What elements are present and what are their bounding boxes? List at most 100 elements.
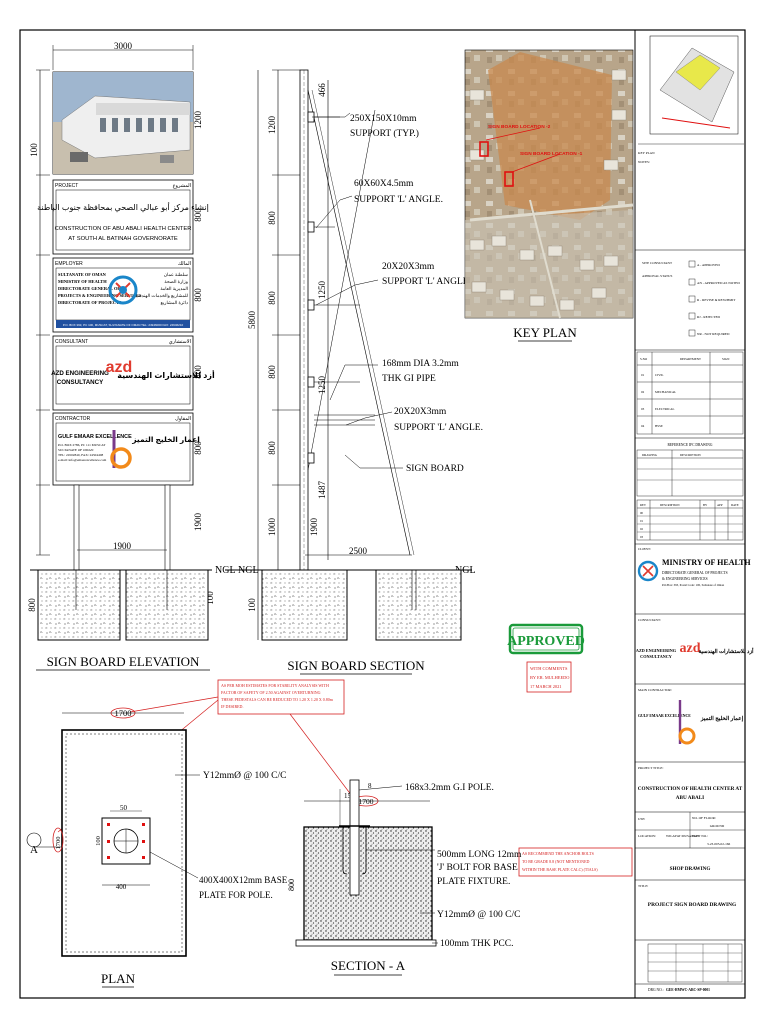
- section-dim-d: 800: [267, 291, 277, 305]
- rev-03: 03: [640, 535, 644, 539]
- project-name-line2: AT SOUTH AL BATINAH GOVERNORATE: [68, 236, 178, 242]
- project-panel-label: PROJECT: [55, 183, 78, 189]
- sign-location-2-label: SIGN BOARD LOCATION -2: [488, 124, 551, 130]
- comment2-line1: AS RECOMMEND THE ANCHOR BOLTS: [522, 851, 594, 856]
- status-checkbox-a[interactable]: [688, 260, 696, 268]
- tb-client-line1: DIRECTORATE GENERAL OF PROJECTS: [662, 571, 728, 575]
- left-foundation: [37, 569, 121, 641]
- rev-01: 01: [640, 519, 644, 523]
- callout-sign-board: SIGN BOARD: [406, 464, 464, 474]
- tb-contractor-ar: إعمار الخليج التميز: [700, 715, 744, 722]
- sign-location-2-marker: [479, 141, 489, 157]
- section-a-rebar-label: Y12mmØ @ 100 C/C: [437, 910, 520, 920]
- callout-angle-2: SUPPORT 'L' ANGLE.: [382, 277, 471, 287]
- tb-contractor-label: MAIN CONTRACTOR:: [638, 688, 672, 692]
- tb-gee-logo-icon: [678, 700, 696, 745]
- tb-consultant-label: CONSULTANT:: [638, 618, 661, 622]
- employer-line4: PROJECTS & ENGINEERING SERVICES: [58, 293, 142, 298]
- approved-stamp-text: APPROVED: [507, 634, 585, 649]
- tb-contractor-name: GULF EMAAR EXCELLENCE: [638, 714, 691, 718]
- disc-name-3: ELECTRICAL: [655, 407, 675, 411]
- section-dim-top: 466: [317, 83, 327, 97]
- status-checkbox-an[interactable]: [688, 278, 696, 286]
- disc-header-sign: SIGN: [722, 357, 730, 361]
- contractor-line3: TEL: 24502840, FAX: 24504408: [58, 453, 103, 458]
- comment1-line4: IF DESIRED.: [221, 704, 243, 709]
- section-a-concrete: [303, 826, 433, 941]
- pcc-layer: [295, 939, 437, 947]
- section-dim-base: 2500: [349, 546, 368, 556]
- callout-angle-2-size: 20X20X3mm: [382, 262, 435, 272]
- moh-logo-icon: [637, 560, 659, 582]
- foundation-plan: 1700 1700 Y12mmØ @ 100 C/C 50 100 400 40…: [26, 707, 288, 988]
- approved-stamp-border: [508, 623, 584, 655]
- employer-ar3: المديرية العامة: [160, 286, 188, 292]
- section-a-dim-8: 8: [368, 782, 372, 790]
- section-dim-found: 100: [247, 598, 257, 612]
- tb-client-line2: & ENGINEERING SERVICES: [662, 577, 708, 581]
- rev-header-app: APP: [717, 503, 723, 507]
- section-a-bolt-label1: 500mm LONG 12mm: [437, 850, 522, 860]
- right-post: [164, 484, 171, 571]
- tb-floor-value: GROUND: [710, 824, 725, 828]
- tb-project-line2: ABU ABALI: [676, 795, 704, 801]
- sign-location-1-label: SIGN BOARD LOCATION -1: [520, 151, 583, 157]
- elev-dim-found-top: 100: [205, 591, 215, 605]
- comment2-line2: TO BE GRADE 8.8 (NOT MENTIONED: [522, 859, 590, 864]
- elev-dim-project: 800: [193, 208, 203, 222]
- plan-dim-400: 400: [116, 883, 127, 891]
- tb-drg-no-label: DRG NO.:: [648, 988, 664, 992]
- section-callouts: 250X150X10mm SUPPORT (TYP.) 60X60X4.5mm …: [350, 114, 483, 474]
- project-arabic-name: إنشاء مركز أبو عبالي الصحي بمحافظة جنوب …: [37, 202, 209, 213]
- section-dim-c: 1250: [317, 281, 327, 300]
- contractor-line4: e-mail: info@emaarexcellence.com: [58, 458, 107, 462]
- sign-board-elevation: 3000 100 1200 800 800 800 800 1900: [27, 41, 236, 671]
- elev-dim-contractor: 800: [193, 441, 203, 455]
- employer-footer: P.O. BOX 393, PC 100, MUSCAT, SULTANATE …: [63, 323, 184, 327]
- status-checkbox-rj[interactable]: [688, 312, 696, 320]
- employer-line3: DIRECTORATE GENERAL OF: [58, 286, 120, 291]
- project-name-line1: CONSTRUCTION OF ABU ABALI HEALTH CENTER: [55, 226, 192, 232]
- tb-consultant-name1: AZD ENGINEERING: [636, 648, 677, 653]
- elev-dim-width: 3000: [114, 41, 133, 51]
- tb-plot-value: 3-23-005-02-166: [707, 842, 730, 846]
- plan-dim-side: 1700: [55, 837, 62, 850]
- elev-dim-consultant: 800: [193, 365, 203, 379]
- moh-emblem-icon: [108, 275, 138, 305]
- employer-panel-label-ar: المالك: [178, 261, 191, 267]
- plan-dim-100: 100: [95, 836, 102, 846]
- elev-dim-top: 100: [29, 143, 39, 157]
- callout-angle-3: SUPPORT 'L' ANGLE.: [394, 423, 483, 433]
- review-comment-2: [518, 847, 633, 877]
- status-checkbox-r[interactable]: [688, 295, 696, 303]
- section-a-dim-15: 15: [344, 792, 352, 800]
- section-dim-b: 800: [267, 211, 277, 225]
- callout-support-size: 250X150X10mm: [350, 114, 417, 124]
- section-a: 15 8 1700 800 168x3.2mm G.I POLE. 500mm …: [287, 779, 522, 976]
- comment2-line3: WITHIN THE BASE PLATE CALC) (TIALS): [522, 867, 598, 872]
- section-title: SIGN BOARD SECTION: [287, 658, 425, 673]
- plan-title: PLAN: [101, 971, 136, 986]
- employer-line2: MINISTRY OF HEALTH: [58, 279, 107, 284]
- approval-stamp: APPROVED WITH COMMENTS BY ER. MULHEEDO 1…: [507, 623, 585, 693]
- tb-location-label: LOCATION:: [638, 834, 656, 838]
- section-dim-f: 800: [267, 365, 277, 379]
- employer-ar4: للمشاريع والخدمات الهندسية: [134, 293, 189, 299]
- plan-dim-width: 1700: [115, 708, 132, 718]
- section-dim-i: 1900: [309, 518, 319, 537]
- callout-angle-1-size: 60X60X4.5mm: [354, 179, 414, 189]
- section-dim-a: 1200: [267, 116, 277, 135]
- project-panel-label-ar: المشروع: [173, 183, 191, 189]
- tb-location-value: WILAYAT MUSANAH: [666, 834, 699, 838]
- tb-title-label: TITLE:: [638, 884, 648, 888]
- tb-client-name: MINISTRY OF HEALTH: [662, 558, 751, 567]
- employer-ar1: سلطنة عمان: [164, 272, 188, 277]
- disc-name-4: HSSE: [655, 424, 663, 428]
- status-checkbox-nr[interactable]: [688, 329, 696, 337]
- section-dim-b2: 800: [267, 441, 277, 455]
- tb-consultant-name2: CONSULTANCY: [640, 654, 672, 659]
- comment1-line2: FACTOR OF SAFETY OF 2.50 AGAINST OVERTUR…: [221, 690, 321, 695]
- plan-base-plate-label1: 400X400X12mm BASE: [199, 875, 288, 885]
- status-approved-as-noted: AN - APPROVED AS NOTED: [697, 281, 740, 285]
